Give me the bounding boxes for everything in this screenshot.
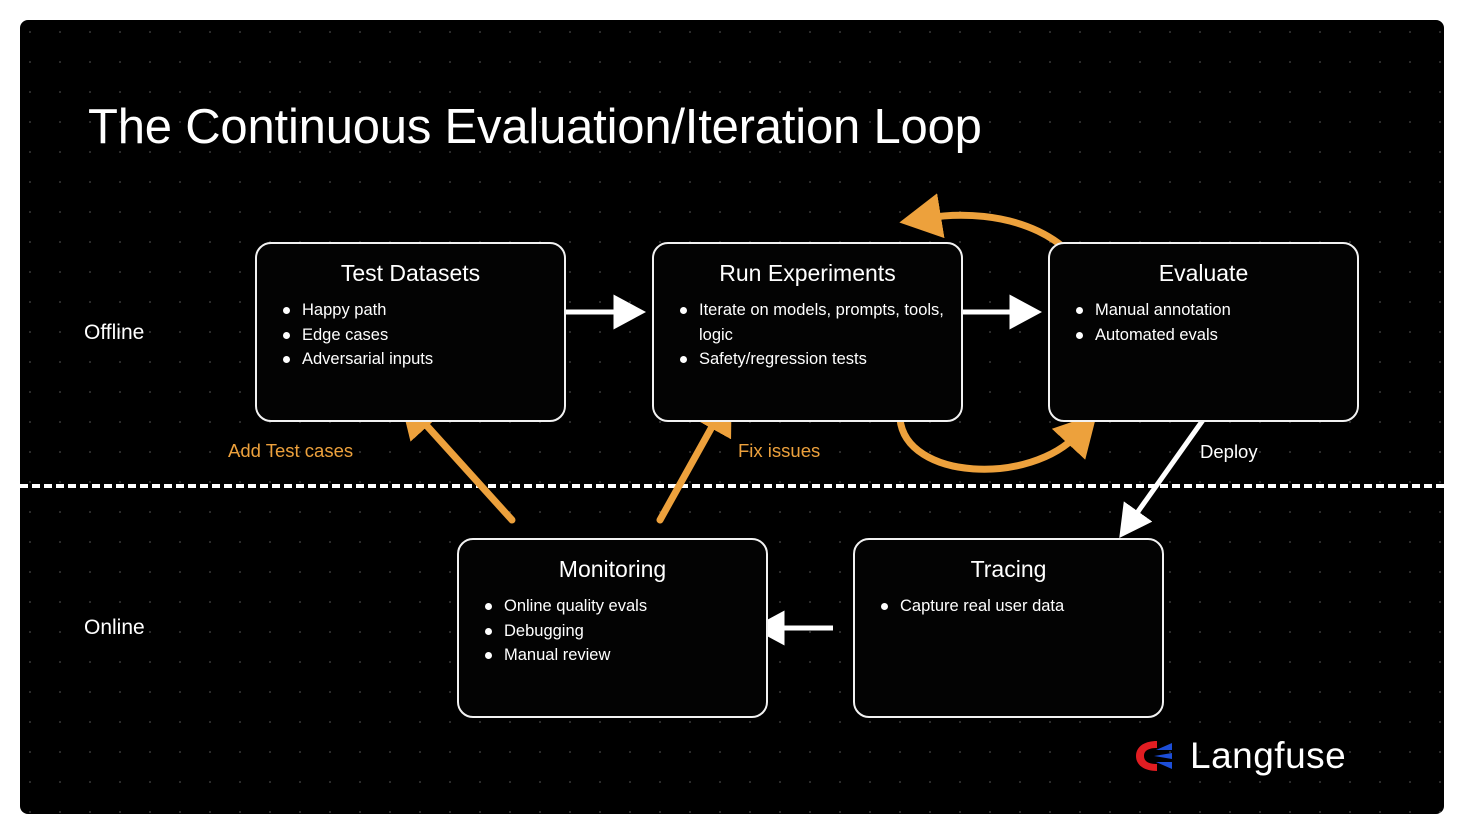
edge-label-deploy: Deploy (1200, 441, 1258, 462)
langfuse-logo-icon (1136, 741, 1172, 771)
langfuse-logo-text: Langfuse (1190, 735, 1347, 776)
langfuse-logo: Langfuse (1130, 735, 1346, 777)
bullet-item: Happy path (283, 298, 564, 322)
node-test-datasets[interactable]: Test Datasets Happy path Edge cases Adve… (255, 242, 566, 422)
bullet-item: Debugging (485, 619, 766, 643)
node-bullets-evaluate: Manual annotation Automated evals (1050, 298, 1357, 347)
bullet-item: Safety/regression tests (680, 347, 961, 371)
node-title-evaluate: Evaluate (1158, 260, 1249, 286)
offline-online-divider (20, 484, 1444, 488)
node-monitoring[interactable]: Monitoring Online quality evals Debuggin… (457, 538, 768, 718)
arrow-monitoring-to-run-experiments (656, 391, 732, 524)
node-title-test-datasets: Test Datasets (340, 260, 481, 286)
node-title-tracing: Tracing (970, 556, 1047, 582)
bullet-item: Adversarial inputs (283, 347, 564, 371)
edge-label-fix-issues: Fix issues (738, 440, 821, 461)
bullet-item: Automated evals (1076, 323, 1357, 347)
node-tracing[interactable]: Tracing Capture real user data (853, 538, 1164, 718)
diagram-canvas: The Continuous Evaluation/Iteration Loop… (20, 20, 1444, 814)
node-bullets-monitoring: Online quality evals Debugging Manual re… (459, 594, 766, 667)
lane-label-offline: Offline (84, 321, 145, 344)
page-title: The Continuous Evaluation/Iteration Loop (88, 100, 982, 154)
bullet-item: Manual review (485, 643, 766, 667)
node-title-monitoring: Monitoring (558, 556, 667, 582)
node-evaluate[interactable]: Evaluate Manual annotation Automated eva… (1048, 242, 1359, 422)
node-run-experiments[interactable]: Run Experiments Iterate on models, promp… (652, 242, 963, 422)
bullet-item: Edge cases (283, 323, 564, 347)
bullet-item: Capture real user data (881, 594, 1162, 618)
edge-label-add-test-cases: Add Test cases (228, 440, 354, 461)
node-title-run-experiments: Run Experiments (719, 260, 896, 286)
bullet-item: Iterate on models, prompts, tools, logic (680, 298, 961, 347)
node-bullets-run-experiments: Iterate on models, prompts, tools, logic… (654, 298, 961, 371)
lane-label-online: Online (84, 616, 145, 639)
arrow-run-experiments-to-evaluate-loop (896, 413, 1098, 473)
arrow-evaluate-to-tracing-deploy (1119, 418, 1206, 538)
node-bullets-tracing: Capture real user data (855, 594, 1162, 618)
arrow-monitoring-to-test-datasets (399, 395, 516, 524)
bullet-item: Online quality evals (485, 594, 766, 618)
node-bullets-test-datasets: Happy path Edge cases Adversarial inputs (257, 298, 564, 371)
bullet-item: Manual annotation (1076, 298, 1357, 322)
